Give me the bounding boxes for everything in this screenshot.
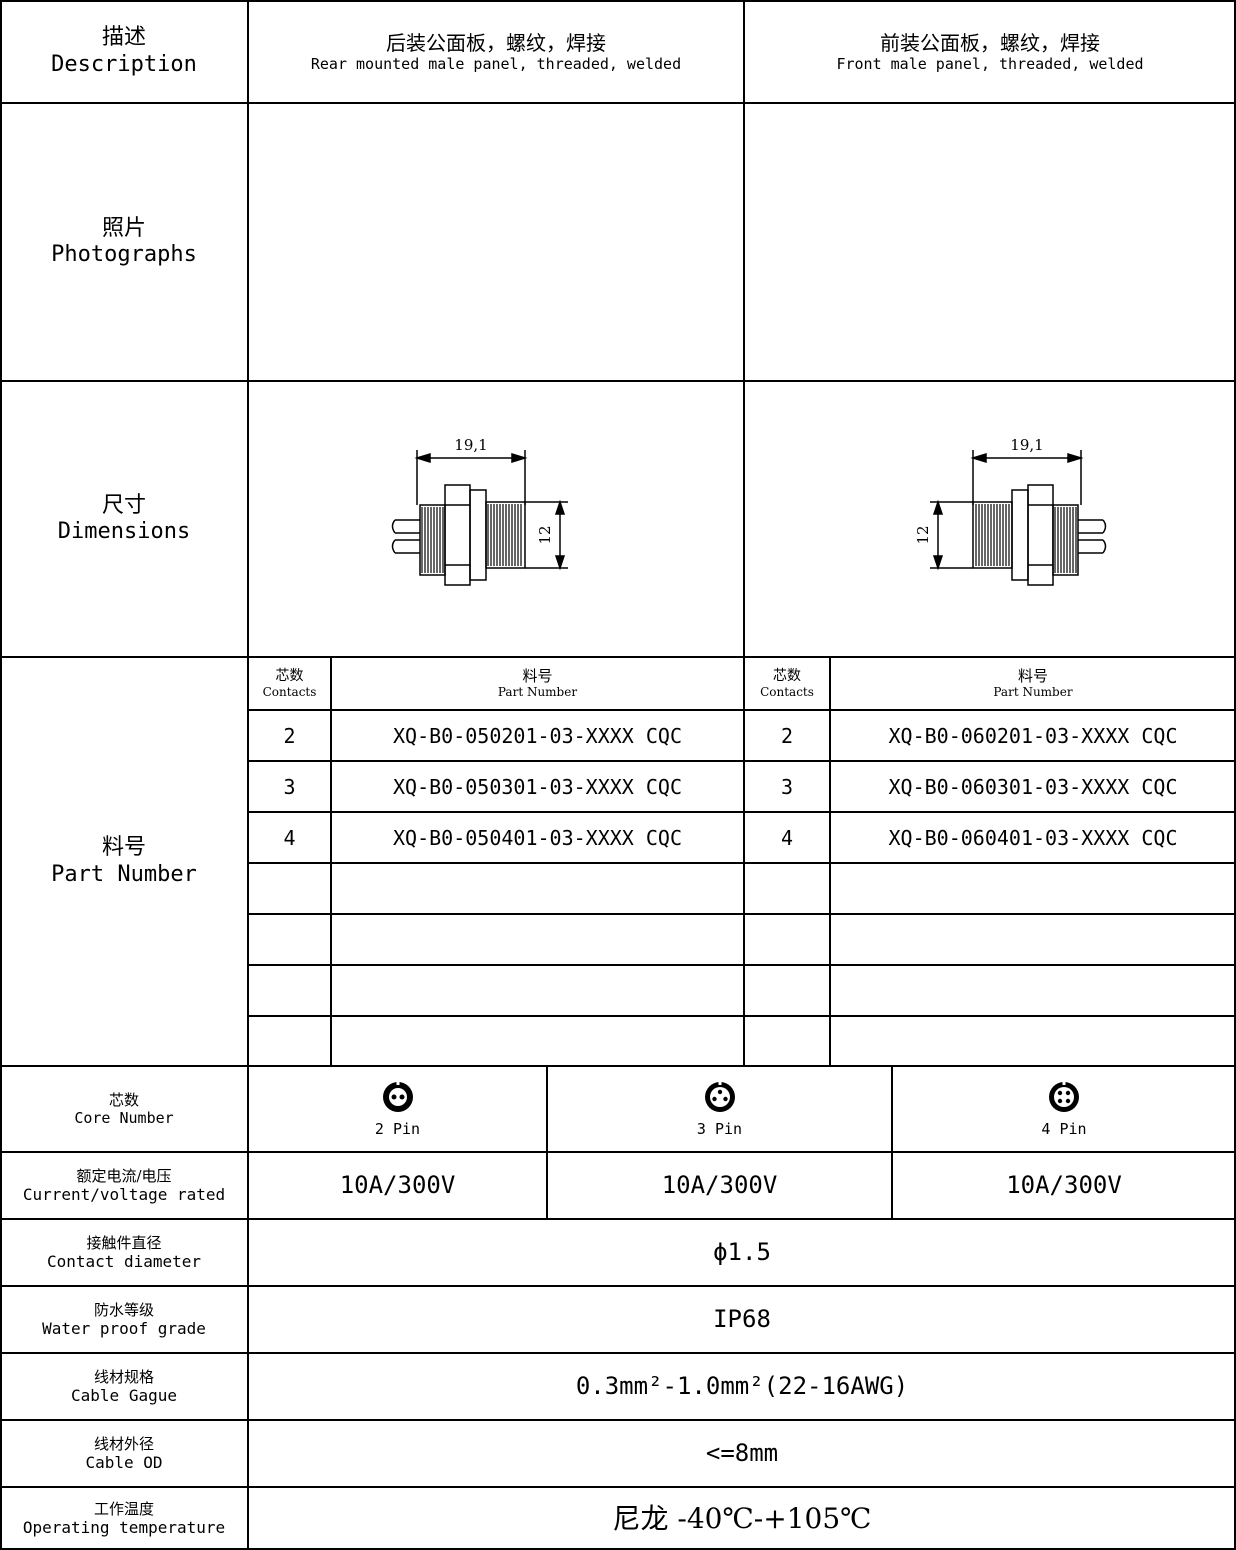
current-voltage-value-4pin: 10A/300V bbox=[1006, 1171, 1122, 1200]
part-number-label-en: Part Number bbox=[51, 861, 197, 887]
cable-od-label-en: Cable OD bbox=[85, 1452, 163, 1472]
photographs-label-cn: 照片 bbox=[101, 215, 146, 241]
operating-temperature-label-en: Operating temperature bbox=[22, 1517, 226, 1537]
cable-od-label: 线材外径 Cable OD bbox=[0, 1420, 248, 1487]
dimensions-label-en: Dimensions bbox=[57, 519, 191, 544]
table-row-part-number: XQ-B0-050201-03-XXXX CQC bbox=[393, 723, 682, 748]
operating-temperature-label-cn: 工作温度 bbox=[93, 1499, 154, 1518]
pn-header-left: 料号 Part Number bbox=[331, 657, 744, 710]
front-panel-photo bbox=[744, 103, 1236, 381]
pin-2-face-icon bbox=[382, 1082, 413, 1112]
table-row-part-number: XQ-B0-050401-03-XXXX CQC bbox=[393, 825, 682, 850]
operating-temperature-label: 工作温度 Operating temperature bbox=[0, 1487, 248, 1550]
operating-temperature-value: 尼龙 -40℃-+105℃ bbox=[612, 1501, 872, 1535]
pin-2-cell: 2 Pin bbox=[248, 1066, 547, 1152]
table-row-part-number: XQ-B0-060301-03-XXXX CQC bbox=[888, 774, 1178, 799]
pn-header-cn: 料号 bbox=[522, 667, 553, 686]
rear-panel-title-cn: 后装公面板，螺纹，焊接 bbox=[386, 30, 606, 55]
contacts-header-cn: 芯数 bbox=[275, 667, 304, 684]
core-number-label-en: Core Number bbox=[74, 1109, 174, 1127]
photographs-label-en: Photographs bbox=[51, 242, 197, 267]
current-voltage-label-cn: 额定电流/电压 bbox=[76, 1166, 172, 1185]
front-length-value: 19,1 bbox=[1010, 436, 1043, 454]
front-diameter-value: 12 bbox=[915, 525, 932, 544]
core-number-label: 芯数 Core Number bbox=[0, 1066, 248, 1152]
waterproof-label-cn: 防水等级 bbox=[93, 1300, 154, 1319]
pin-4-cell: 4 Pin bbox=[892, 1066, 1236, 1152]
rear-panel-photo bbox=[248, 103, 744, 381]
pin-3-label: 3 Pin bbox=[696, 1120, 743, 1138]
cable-gauge-label: 线材规格 Cable Gague bbox=[0, 1353, 248, 1420]
front-panel-dimension-drawing: 19,1 12 bbox=[915, 436, 1107, 586]
pin-3-face-icon bbox=[704, 1082, 735, 1112]
waterproof-label-en: Water proof grade bbox=[42, 1318, 206, 1338]
front-panel-title-en: Front male panel, threaded, welded bbox=[836, 54, 1144, 73]
dimensions-label-cn: 尺寸 bbox=[101, 492, 146, 518]
rear-panel-header: 后装公面板，螺纹，焊接 Rear mounted male panel, thr… bbox=[248, 0, 744, 103]
part-number-label-cn: 料号 bbox=[101, 835, 146, 861]
table-row-contacts: 3 bbox=[283, 774, 296, 799]
pn-header-en: Part Number bbox=[993, 685, 1073, 700]
contacts-header-cn: 芯数 bbox=[773, 667, 801, 684]
contact-diameter-label: 接触件直径 Contact diameter bbox=[0, 1219, 248, 1286]
table-row-contacts: 4 bbox=[780, 825, 794, 850]
cable-gauge-label-en: Cable Gague bbox=[71, 1385, 177, 1405]
contacts-header-en: Contacts bbox=[262, 684, 317, 699]
cable-od-value: <=8mm bbox=[705, 1439, 779, 1468]
contacts-header-right: 芯数 Contacts bbox=[744, 657, 830, 710]
table-row-part-number: XQ-B0-060401-03-XXXX CQC bbox=[888, 825, 1178, 850]
table-row-part-number: XQ-B0-050301-03-XXXX CQC bbox=[393, 774, 682, 799]
pin-3-cell: 3 Pin bbox=[547, 1066, 892, 1152]
photographs-label: 照片 Photographs bbox=[0, 103, 248, 381]
table-row-contacts: 2 bbox=[780, 723, 794, 748]
pn-header-en: Part Number bbox=[497, 685, 578, 700]
front-panel-title-cn: 前装公面板，螺纹，焊接 bbox=[880, 30, 1100, 55]
front-panel-header: 前装公面板，螺纹，焊接 Front male panel, threaded, … bbox=[744, 0, 1236, 103]
contact-diameter-label-cn: 接触件直径 bbox=[86, 1233, 162, 1252]
rear-panel-title-en: Rear mounted male panel, threaded, welde… bbox=[310, 54, 682, 73]
table-row-contacts: 2 bbox=[283, 723, 296, 748]
pin-2-label: 2 Pin bbox=[374, 1120, 421, 1138]
pn-header-cn: 料号 bbox=[1017, 667, 1048, 686]
description-label-cn: 描述 bbox=[101, 25, 146, 51]
rear-panel-dimension-drawing: 19,1 12 bbox=[391, 436, 568, 586]
cable-gauge-value: 0.3mm²-1.0mm²(22-16AWG) bbox=[575, 1372, 909, 1401]
rear-length-value: 19,1 bbox=[454, 436, 487, 454]
core-number-label-cn: 芯数 bbox=[108, 1091, 139, 1109]
part-number-label: 料号 Part Number bbox=[0, 657, 248, 1066]
contact-diameter-value: ϕ1.5 bbox=[713, 1238, 771, 1267]
current-voltage-label: 额定电流/电压 Current/voltage rated bbox=[0, 1152, 248, 1219]
contacts-header-en: Contacts bbox=[760, 684, 814, 699]
cable-od-label-cn: 线材外径 bbox=[93, 1434, 154, 1453]
cable-gauge-label-cn: 线材规格 bbox=[93, 1367, 154, 1386]
current-voltage-value-3pin: 10A/300V bbox=[661, 1171, 778, 1200]
pin-4-face-icon bbox=[1049, 1082, 1079, 1112]
table-row-contacts: 4 bbox=[283, 825, 296, 850]
pn-header-right: 料号 Part Number bbox=[830, 657, 1236, 710]
rear-diameter-value: 12 bbox=[536, 525, 554, 544]
dimensions-label: 尺寸 Dimensions bbox=[0, 381, 248, 657]
current-voltage-label-en: Current/voltage rated bbox=[22, 1184, 226, 1204]
table-row-contacts: 3 bbox=[780, 774, 794, 799]
contact-diameter-label-en: Contact diameter bbox=[46, 1251, 202, 1271]
waterproof-value: IP68 bbox=[713, 1305, 771, 1334]
waterproof-label: 防水等级 Water proof grade bbox=[0, 1286, 248, 1353]
current-voltage-value-2pin: 10A/300V bbox=[339, 1171, 456, 1200]
contacts-header-left: 芯数 Contacts bbox=[248, 657, 331, 710]
description-label-en: Description bbox=[51, 51, 197, 77]
description-header: 描述 Description bbox=[0, 0, 248, 103]
table-row-part-number: XQ-B0-060201-03-XXXX CQC bbox=[888, 723, 1178, 748]
pin-4-label: 4 Pin bbox=[1041, 1120, 1087, 1138]
